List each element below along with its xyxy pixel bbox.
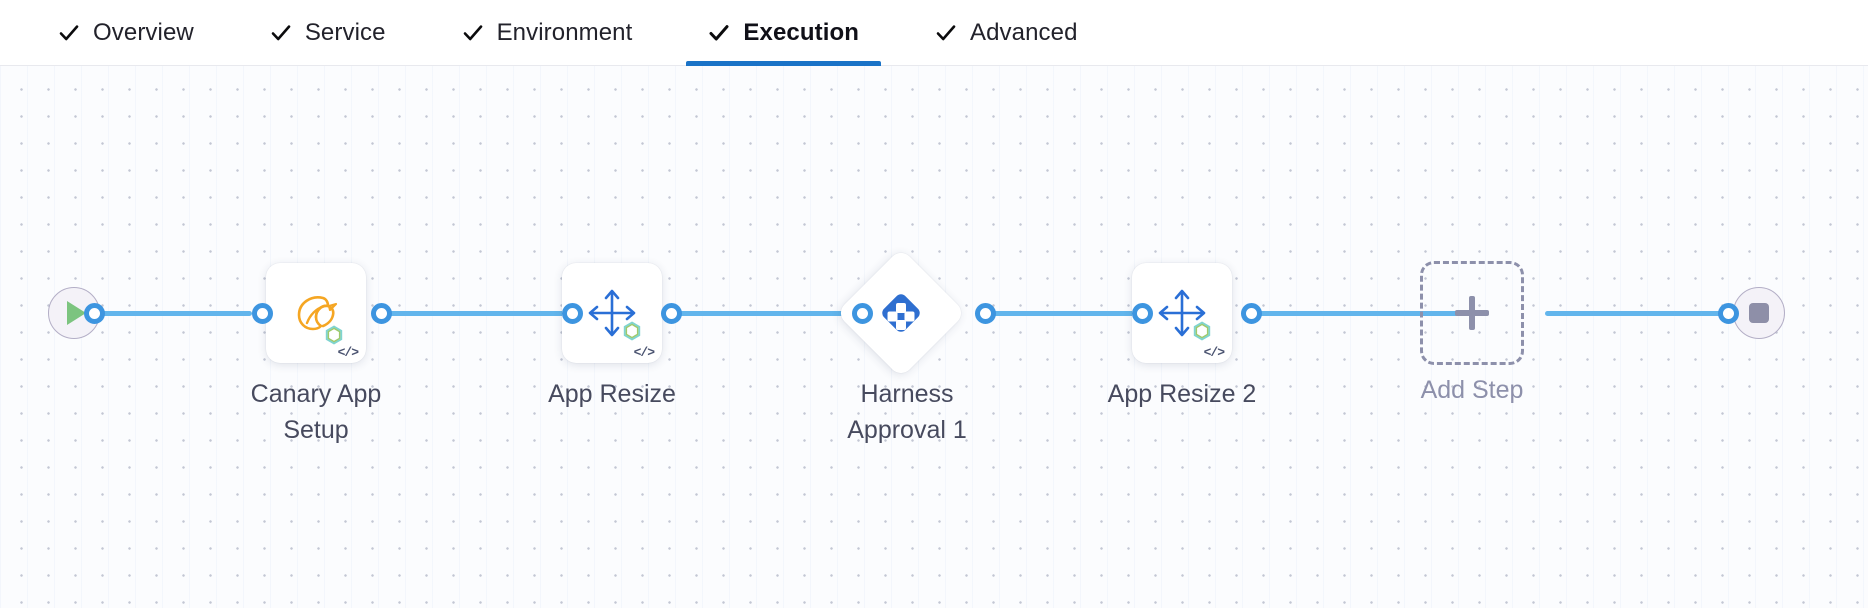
kubernetes-hexagon-badge-icon — [1132, 263, 1232, 363]
code-badge-icon: </> — [1203, 345, 1225, 360]
port-start-out[interactable] — [84, 303, 105, 324]
plus-icon — [1455, 296, 1489, 330]
check-icon — [270, 22, 292, 44]
code-badge-icon: </> — [337, 345, 359, 360]
step-node-harness-approval-1[interactable] — [835, 247, 967, 379]
step-label-canary-app-setup: Canary App Setup — [250, 380, 382, 444]
tab-service[interactable]: Service — [248, 0, 408, 66]
port-resize2-in[interactable] — [1132, 303, 1153, 324]
stop-icon — [1749, 303, 1769, 323]
tab-advanced[interactable]: Advanced — [913, 0, 1100, 66]
tab-execution[interactable]: Execution — [686, 0, 881, 66]
tab-environment[interactable]: Environment — [440, 0, 655, 66]
add-step-label: Add Step — [1420, 376, 1524, 404]
tab-overview[interactable]: Overview — [36, 0, 216, 66]
check-icon — [708, 22, 730, 44]
check-icon — [58, 22, 80, 44]
port-approval-out[interactable] — [975, 303, 996, 324]
step-label-harness-approval-1: Harness Approval 1 — [847, 380, 967, 444]
edge-resize2-to-addstep — [1253, 311, 1463, 316]
tab-label: Service — [304, 18, 386, 46]
step-label-app-resize: App Resize — [548, 380, 676, 408]
kubernetes-hexagon-badge-icon — [562, 263, 662, 363]
check-icon — [462, 22, 484, 44]
harness-logo-icon — [855, 267, 947, 359]
code-badge-icon: </> — [633, 345, 655, 360]
pipeline-tab-bar: Overview Service Environment Execution A — [0, 0, 1868, 66]
check-icon — [935, 22, 957, 44]
port-end-in[interactable] — [1718, 303, 1739, 324]
edge-canary-to-resize — [385, 311, 575, 316]
pipeline-flow: </> Canary App Setup — [0, 66, 1868, 608]
port-resize2-out[interactable] — [1241, 303, 1262, 324]
edge-resize-to-approval — [672, 311, 862, 316]
port-resize-out[interactable] — [661, 303, 682, 324]
add-step-button[interactable] — [1420, 261, 1524, 365]
step-label-app-resize-2: App Resize 2 — [1107, 380, 1257, 408]
edge-approval-to-resize2 — [985, 311, 1145, 316]
port-canary-in[interactable] — [252, 303, 273, 324]
step-node-canary-app-setup[interactable]: </> — [266, 263, 366, 363]
canary-bird-icon — [266, 263, 366, 363]
edge-start-to-canary — [92, 311, 252, 316]
port-resize-in[interactable] — [562, 303, 583, 324]
edge-addstep-to-end — [1545, 311, 1735, 316]
kubernetes-hexagon-badge-icon — [266, 263, 366, 363]
play-icon — [67, 301, 86, 325]
port-approval-in[interactable] — [852, 303, 873, 324]
pipeline-canvas[interactable]: </> Canary App Setup — [0, 66, 1868, 608]
resize-arrows-icon — [562, 263, 662, 363]
tab-label: Advanced — [970, 18, 1078, 46]
end-node[interactable] — [1733, 287, 1785, 339]
port-canary-out[interactable] — [371, 303, 392, 324]
start-node[interactable] — [48, 287, 100, 339]
tab-label: Overview — [93, 18, 194, 46]
tab-label: Execution — [743, 18, 859, 46]
resize-arrows-icon — [1132, 263, 1232, 363]
tab-label: Environment — [496, 18, 633, 46]
